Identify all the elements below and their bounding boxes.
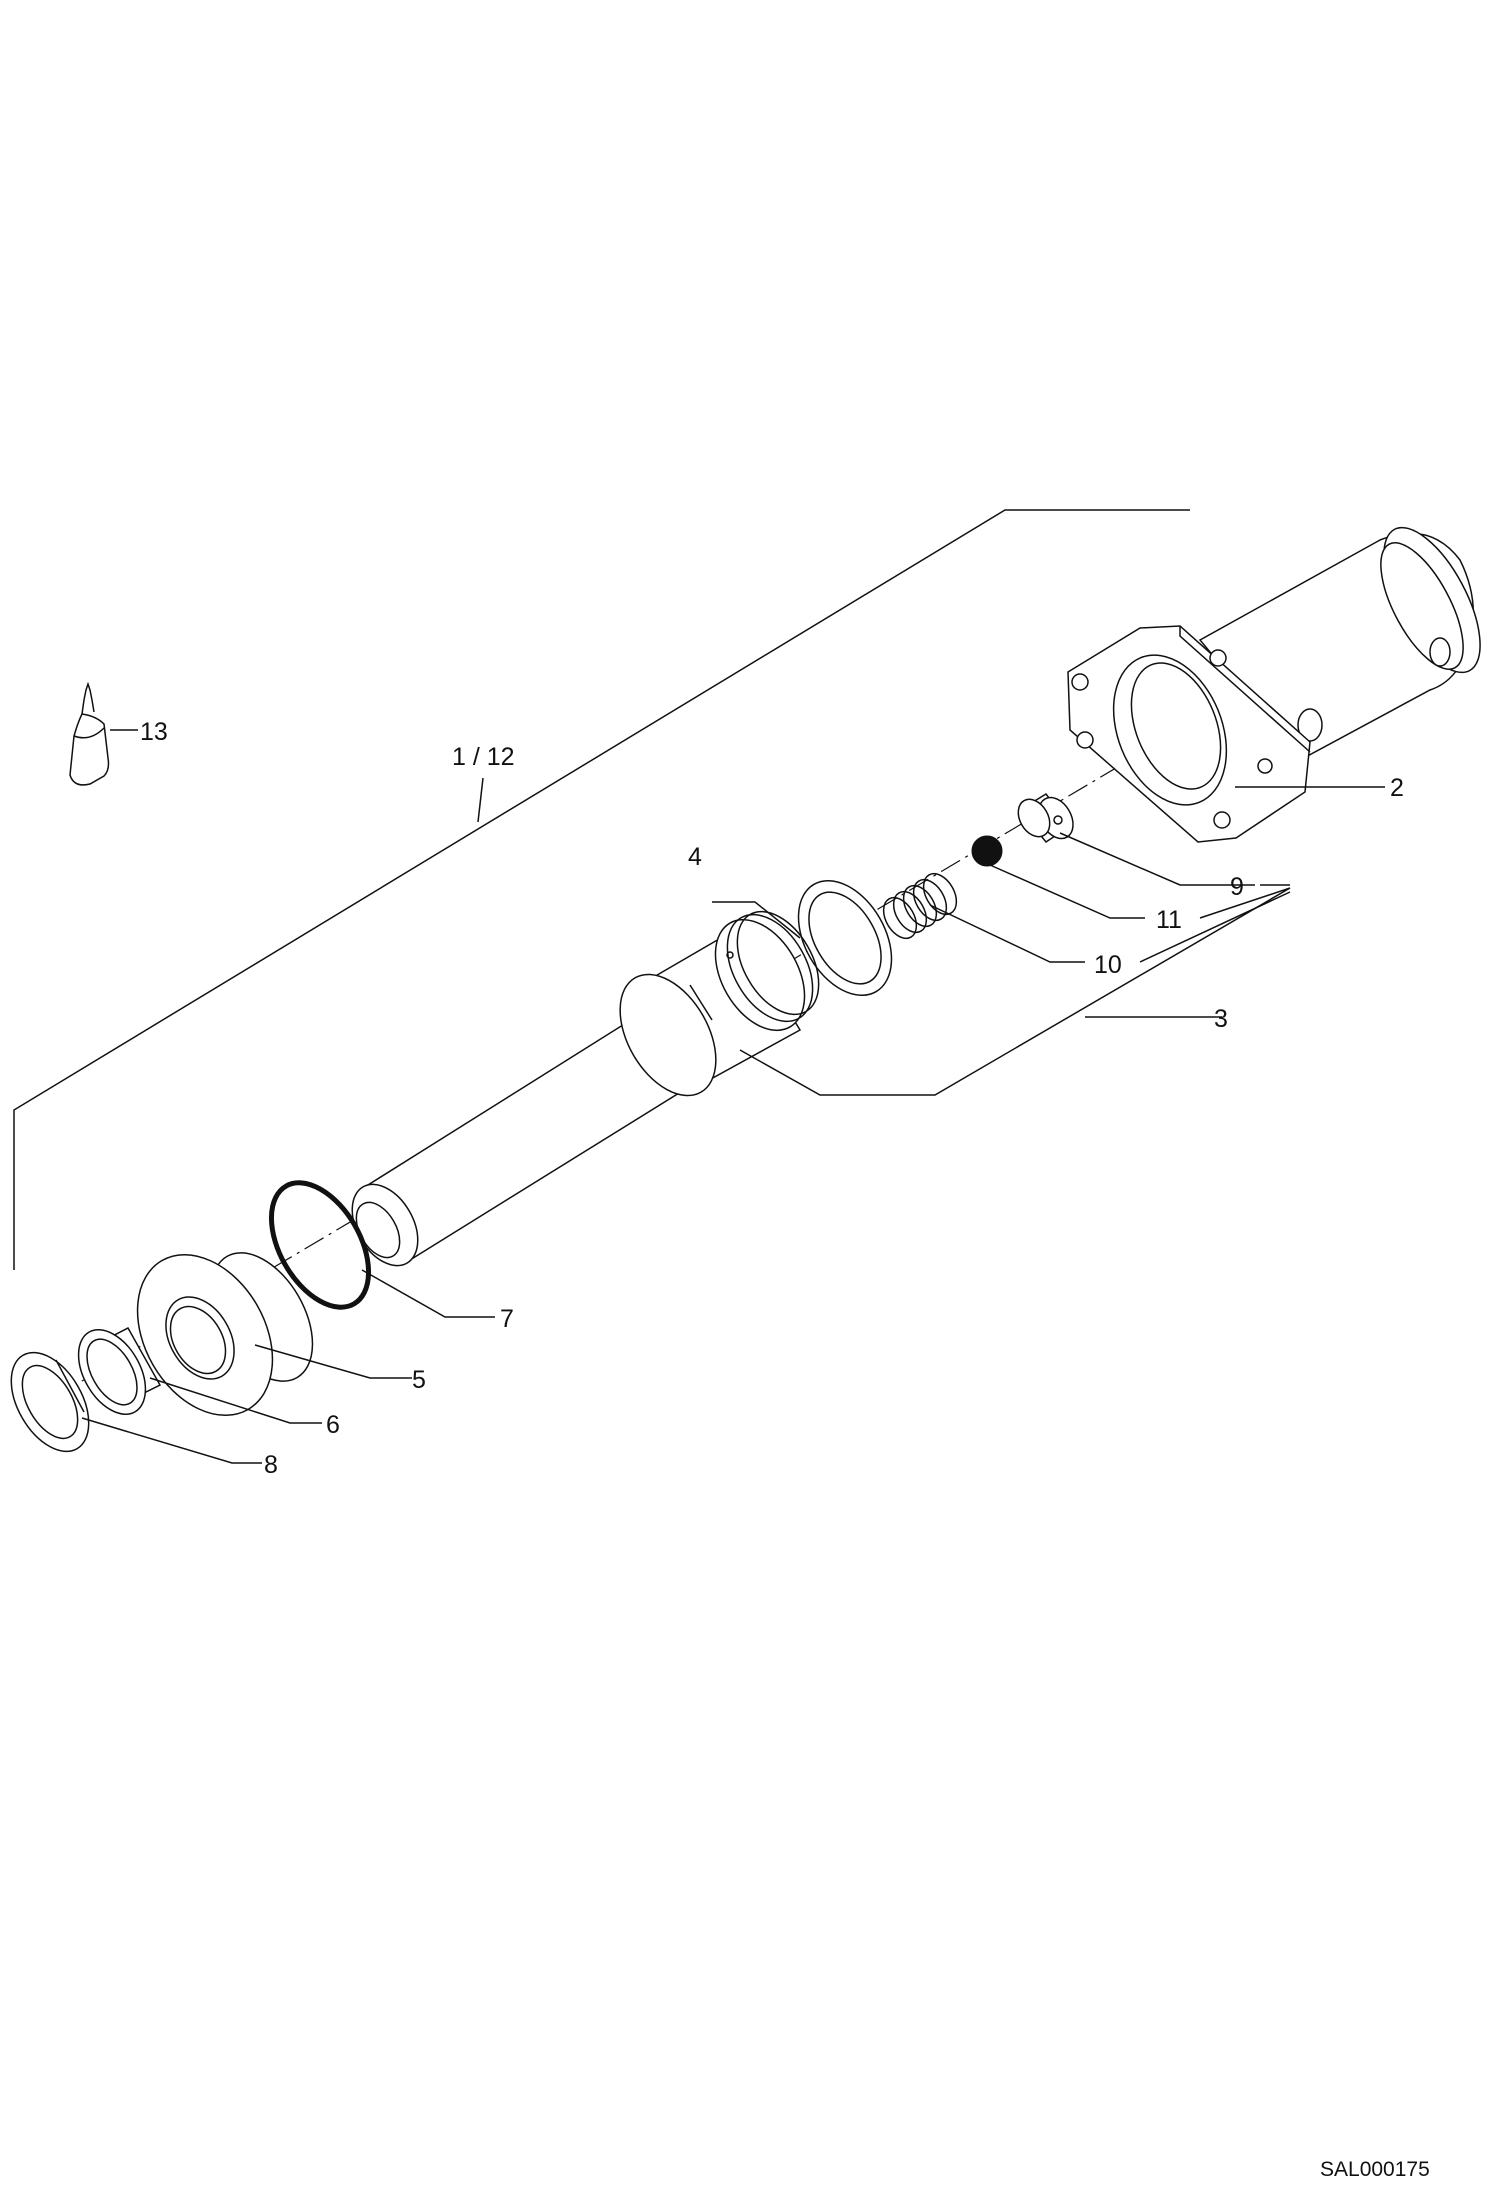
ball-part-11 [971, 835, 1003, 867]
callout-3: 3 [1214, 1005, 1228, 1033]
bushing-part-6 [77, 1327, 162, 1415]
callout-1-12: 1 / 12 [452, 743, 515, 771]
callout-2: 2 [1390, 774, 1404, 802]
callout-5: 5 [412, 1366, 426, 1394]
drawing-reference: SAL000175 [1320, 2158, 1430, 2181]
spring-part-10 [882, 872, 958, 940]
piston-part-3 [351, 910, 820, 1267]
leader-lines [81, 729, 1385, 1464]
assembly-bracket-1-12 [13, 509, 1190, 1270]
knurled-ring-part-8 [10, 1351, 90, 1453]
plug-part-9 [1017, 793, 1074, 844]
callout-9: 9 [1230, 873, 1244, 901]
callout-10: 10 [1094, 951, 1122, 979]
callout-11: 11 [1156, 906, 1182, 934]
callout-8: 8 [264, 1451, 278, 1479]
callout-7: 7 [500, 1305, 514, 1333]
adhesive-bottle-part-13 [69, 681, 110, 786]
callout-13: 13 [140, 718, 168, 746]
housing-part-2 [1067, 526, 1481, 843]
o-ring-part-7 [268, 1180, 372, 1310]
gland-nut-part-5 [136, 1252, 314, 1417]
callout-6: 6 [326, 1411, 340, 1439]
callout-4: 4 [688, 843, 702, 871]
seal-ring-part-4 [797, 879, 893, 997]
